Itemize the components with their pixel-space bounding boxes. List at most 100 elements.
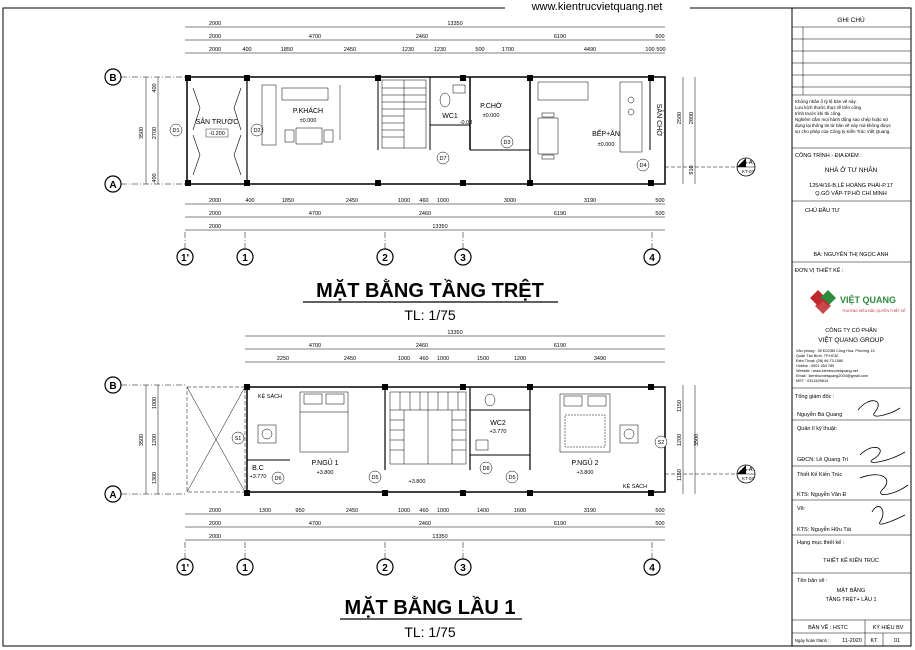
notes-grid bbox=[792, 26, 911, 96]
dim-b1-2: 1850 bbox=[282, 198, 294, 204]
tb-code-1: KT bbox=[870, 638, 878, 644]
f-axis-col-1prime: 1' bbox=[181, 563, 189, 574]
f-dim-b3-1: 13350 bbox=[432, 534, 447, 540]
dim-b1-0: 2000 bbox=[209, 198, 221, 204]
dim-t3-1: 400 bbox=[242, 47, 251, 53]
tb-gd-name: Nguyễn Bá Quang bbox=[797, 411, 842, 418]
wc2-fixtures bbox=[475, 393, 496, 451]
axis-col-1: 1 bbox=[242, 253, 248, 264]
f-dim-b2-0: 2000 bbox=[209, 521, 221, 527]
contact-6: MST : 0312429614 bbox=[796, 379, 828, 383]
f-dim-left-b: 1200 bbox=[152, 434, 158, 446]
f-dim-b1-3: 2450 bbox=[346, 508, 358, 514]
first-bottom-dim-row2: 2000 4700 2460 6190 500 bbox=[209, 521, 665, 527]
dim-b2-0: 2000 bbox=[209, 211, 221, 217]
tb-notes: Không nhân ổ tỷ lệ bản vẽ này. Lưu kích … bbox=[795, 98, 892, 134]
f-dim-b1-7: 1400 bbox=[477, 508, 489, 514]
room-ngu2: P.NGỦ 2 bbox=[571, 458, 598, 467]
tb-designer-label: ĐƠN VỊ THIẾT KẾ : bbox=[795, 267, 844, 274]
front-void bbox=[186, 386, 246, 493]
dim-t3-6: 500 bbox=[475, 47, 484, 53]
dim-b1-3: 2450 bbox=[346, 198, 358, 204]
level-cho: ±0.000 bbox=[483, 113, 500, 119]
plan-first-floor: 13350 4700 2460 6190 2250 2450 1000 460 … bbox=[104, 330, 756, 640]
ground-left-dim-lines bbox=[145, 77, 159, 184]
dim-b1-4: 1000 bbox=[398, 198, 410, 204]
note-3: Nghiêm cấm mọi hành động sao chép hoặc s… bbox=[795, 116, 888, 122]
ke-sach-2: KỆ SÁCH bbox=[623, 482, 647, 490]
tb-sheet-2: TẦNG TRỆT+ LẦU 1 bbox=[825, 595, 876, 603]
f-dim-right-total: 3500 bbox=[694, 434, 700, 446]
door-tag-d6: D6 bbox=[271, 471, 285, 485]
ground-bottom-dim-row2: 2000 4700 2460 6190 500 bbox=[209, 211, 665, 217]
ground-top-dim-row3: 2000 400 1850 2450 1230 1230 500 1700 44… bbox=[209, 47, 666, 53]
note-0: Không nhân ổ tỷ lệ bản vẽ này. bbox=[795, 98, 857, 104]
room-bep: BẾP+ĂN bbox=[592, 128, 620, 138]
door-d4-label: D4 bbox=[639, 163, 646, 169]
tb-date-label: Ngày hoàn thành : bbox=[795, 638, 829, 643]
website-url[interactable]: www.kientrucvietquang.net bbox=[531, 1, 663, 13]
f-dim-b1-5: 460 bbox=[419, 508, 428, 514]
plan-ground-scale: TL: 1/75 bbox=[404, 307, 456, 323]
f-dim-b2-4: 500 bbox=[655, 521, 664, 527]
door-d6-label: D6 bbox=[274, 476, 281, 482]
f-dim-t3-3: 460 bbox=[419, 356, 428, 362]
logo-text: VIỆT QUANG bbox=[840, 294, 896, 305]
signature-gdcn bbox=[859, 446, 906, 463]
first-bottom-dim-lines bbox=[185, 513, 665, 541]
first-axis-1prime: 1' bbox=[176, 558, 194, 576]
dim-b1-6: 1000 bbox=[437, 198, 449, 204]
f-axis-col-4: 4 bbox=[649, 563, 655, 574]
plan-first-title: MẶT BẰNG LẦU 1 bbox=[344, 595, 515, 619]
contact-4[interactable]: Website : www.kientrucvietquang.net bbox=[796, 369, 859, 373]
plan-ground-title: MẶT BẰNG TẦNG TRỆT bbox=[316, 278, 544, 302]
level-khach: ±0.000 bbox=[300, 118, 317, 124]
ground-stairs bbox=[381, 79, 427, 149]
contact-2: Điện Thoại: (08) 66 73 1080 bbox=[796, 359, 843, 363]
door-d2-label: D2 bbox=[253, 128, 260, 134]
viet-quang-logo: VIỆT QUANG THƯƠNG HIỆU ĐẶC QUYỀN THIẾT K… bbox=[810, 290, 906, 314]
tb-banve: BẢN VẼ : HSTC bbox=[808, 624, 848, 631]
dim-t3-3: 2450 bbox=[344, 47, 356, 53]
section-label: A-A bbox=[743, 160, 753, 166]
website-bg bbox=[505, 0, 690, 12]
door-d8-label: D8 bbox=[482, 466, 489, 472]
axis-label-a: A bbox=[109, 180, 116, 191]
first-top-dim-lines bbox=[245, 335, 665, 363]
room-wc1: WC1 bbox=[442, 113, 458, 120]
tb-project-label: CÔNG TRÌNH - ĐỊA ĐIỂM : bbox=[795, 152, 862, 159]
ground-bottom-dim-lines bbox=[185, 203, 665, 231]
f-dim-b1-2: 950 bbox=[295, 508, 304, 514]
level-bc: +3.770 bbox=[250, 474, 267, 480]
f-dim-t3-1: 2450 bbox=[344, 356, 356, 362]
first-bottom-dim-row1: 2000 1300 950 2450 1000 460 1000 1400 16… bbox=[209, 508, 665, 514]
dim-b1-9: 500 bbox=[655, 198, 664, 204]
door-s1-label: S1 bbox=[235, 436, 242, 442]
ground-right-dim-lines bbox=[682, 77, 696, 184]
contact-3: Hotline : 0901 354 789 bbox=[796, 364, 834, 368]
door-d1-label: D1 bbox=[172, 128, 179, 134]
dim-t3-4: 1230 bbox=[402, 47, 414, 53]
axis-a-ground: A bbox=[104, 175, 185, 193]
dim-right-c: 910 bbox=[689, 165, 695, 174]
section-sub-first: KT-03 bbox=[742, 476, 755, 481]
f-dim-b1-10: 500 bbox=[655, 508, 664, 514]
dim-top2-a: 2000 bbox=[209, 34, 221, 40]
ground-axis-3: 3 bbox=[454, 248, 472, 266]
dim-b1-8: 3190 bbox=[584, 198, 596, 204]
f-dim-b1-1: 1300 bbox=[259, 508, 271, 514]
contact-5[interactable]: Email : kientrucvietquang2004@gmail.com bbox=[796, 374, 868, 378]
first-axis-3: 3 bbox=[454, 558, 472, 576]
axis-col-4: 4 bbox=[649, 253, 655, 264]
wc1-fixtures bbox=[439, 84, 466, 108]
tb-ql-label: Quản lí kỹ thuật: bbox=[797, 426, 838, 432]
note-1: Lưu kích thước thực tế trên công bbox=[795, 105, 862, 110]
section-label-first: A-A bbox=[743, 467, 753, 473]
door-tag-s2: S2 bbox=[654, 435, 668, 449]
tb-company-2: VIỆT QUANG GROUP bbox=[818, 335, 884, 344]
f-axis-col-1: 1 bbox=[242, 563, 248, 574]
ground-axis-2: 2 bbox=[376, 248, 394, 266]
door-d7-label: D7 bbox=[439, 156, 446, 162]
door-tag-s1: S1 bbox=[231, 431, 245, 445]
